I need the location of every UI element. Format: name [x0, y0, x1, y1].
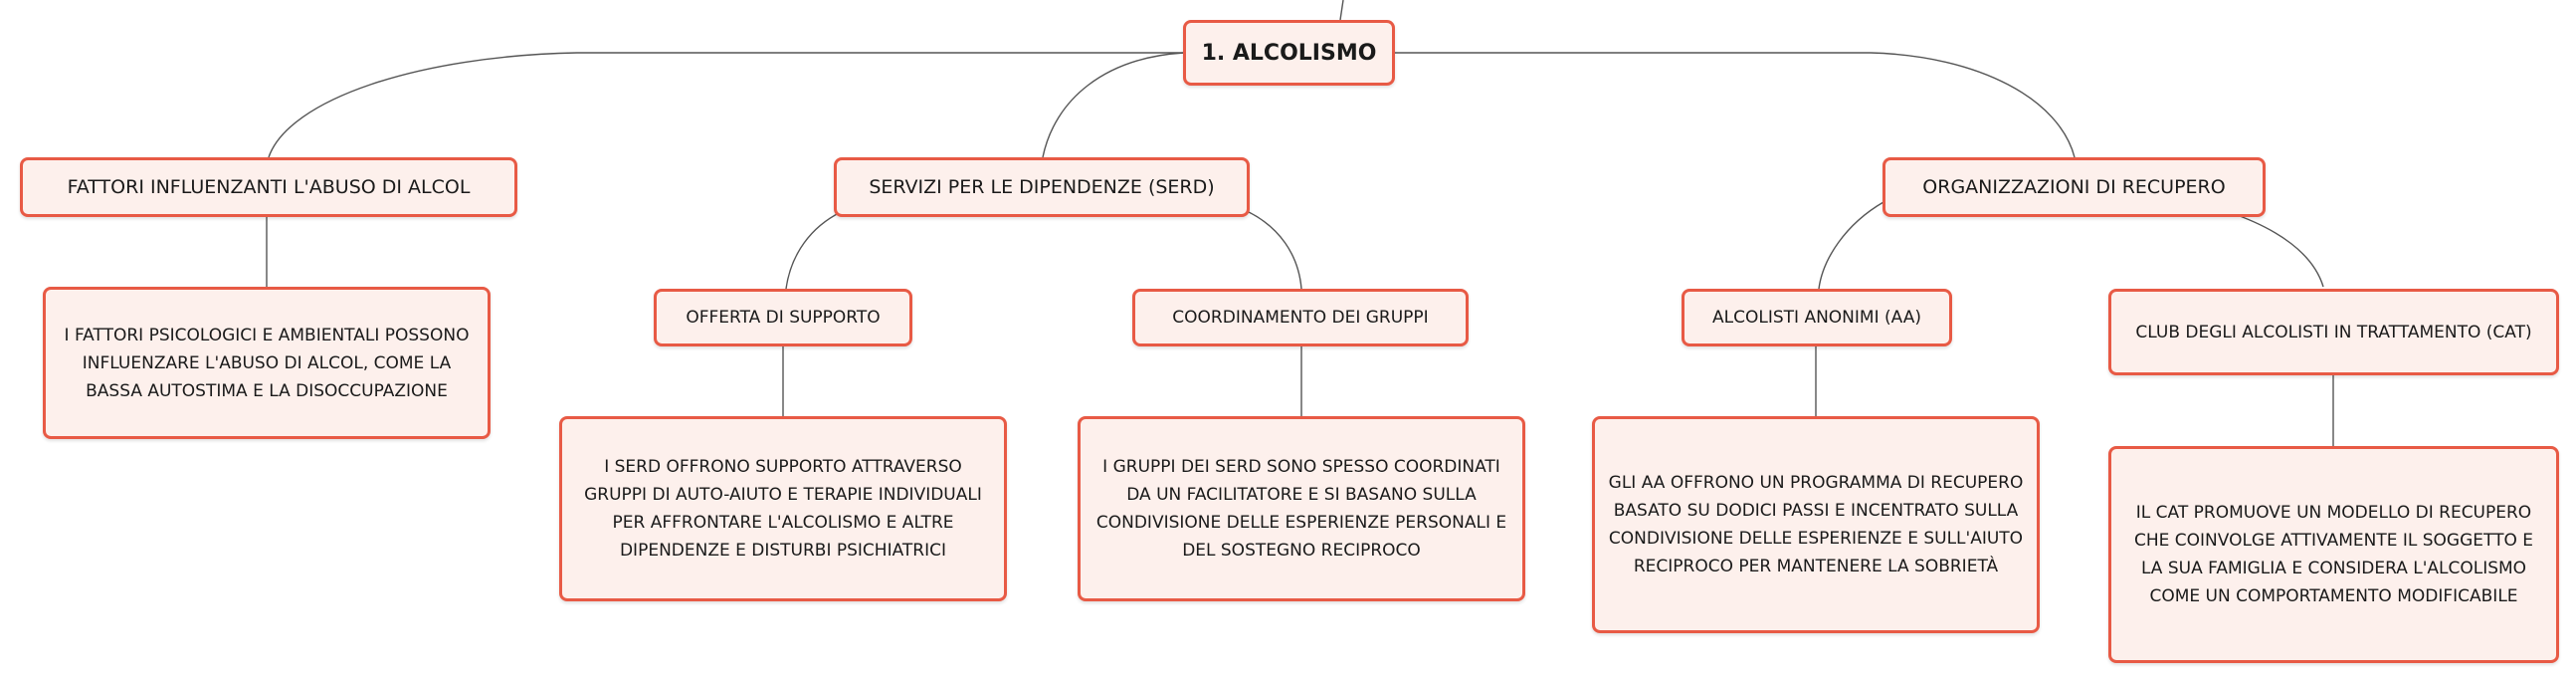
connector-root-serd	[1042, 52, 1185, 158]
branch-factors-label: FATTORI INFLUENZANTI L'ABUSO DI ALCOL	[67, 176, 471, 198]
subbranch-cat-label: CLUB DEGLI ALCOLISTI IN TRATTAMENTO (CAT…	[2135, 322, 2532, 342]
connector-serd-support	[785, 211, 842, 290]
connector-serd-coord	[1248, 211, 1302, 290]
note-support-text: I SERD OFFRONO SUPPORTO ATTRAVERSO GRUPP…	[584, 457, 982, 561]
branch-recovery-label: ORGANIZZAZIONI DI RECUPERO	[1922, 176, 2226, 198]
branch-recovery[interactable]: ORGANIZZAZIONI DI RECUPERO	[1882, 157, 2266, 217]
connector-root-top	[1339, 0, 1344, 21]
subbranch-aa[interactable]: ALCOLISTI ANONIMI (AA)	[1682, 289, 1952, 346]
note-coordination[interactable]: I GRUPPI DEI SERD SONO SPESSO COORDINATI…	[1078, 416, 1525, 601]
note-cat-text: IL CAT PROMUOVE UN MODELLO DI RECUPERO C…	[2133, 503, 2534, 606]
note-coordination-text: I GRUPPI DEI SERD SONO SPESSO COORDINATI…	[1095, 457, 1507, 561]
note-factors[interactable]: I FATTORI PSICOLOGICI E AMBIENTALI POSSO…	[43, 287, 491, 439]
note-support[interactable]: I SERD OFFRONO SUPPORTO ATTRAVERSO GRUPP…	[559, 416, 1007, 601]
branch-serd-label: SERVIZI PER LE DIPENDENZE (SERD)	[869, 176, 1215, 198]
subbranch-coordination-label: COORDINAMENTO DEI GRUPPI	[1172, 308, 1429, 328]
branch-serd[interactable]: SERVIZI PER LE DIPENDENZE (SERD)	[834, 157, 1250, 217]
note-factors-text: I FATTORI PSICOLOGICI E AMBIENTALI POSSO…	[64, 325, 470, 401]
connector-recovery-cat	[2228, 211, 2324, 288]
note-aa[interactable]: GLI AA OFFRONO UN PROGRAMMA DI RECUPERO …	[1592, 416, 2040, 633]
connector-root-recovery	[1393, 52, 2076, 158]
note-cat[interactable]: IL CAT PROMUOVE UN MODELLO DI RECUPERO C…	[2108, 446, 2559, 663]
root-label: 1. ALCOLISMO	[1201, 40, 1377, 66]
connector-root-factors	[268, 52, 1184, 158]
subbranch-cat[interactable]: CLUB DEGLI ALCOLISTI IN TRATTAMENTO (CAT…	[2108, 289, 2559, 375]
branch-factors[interactable]: FATTORI INFLUENZANTI L'ABUSO DI ALCOL	[20, 157, 517, 217]
connector-recovery-aa	[1818, 201, 1884, 290]
subbranch-aa-label: ALCOLISTI ANONIMI (AA)	[1712, 308, 1921, 328]
subbranch-support[interactable]: OFFERTA DI SUPPORTO	[654, 289, 912, 346]
note-aa-text: GLI AA OFFRONO UN PROGRAMMA DI RECUPERO …	[1608, 473, 2024, 576]
root-node[interactable]: 1. ALCOLISMO	[1183, 20, 1395, 86]
subbranch-coordination[interactable]: COORDINAMENTO DEI GRUPPI	[1132, 289, 1469, 346]
subbranch-support-label: OFFERTA DI SUPPORTO	[686, 308, 881, 328]
